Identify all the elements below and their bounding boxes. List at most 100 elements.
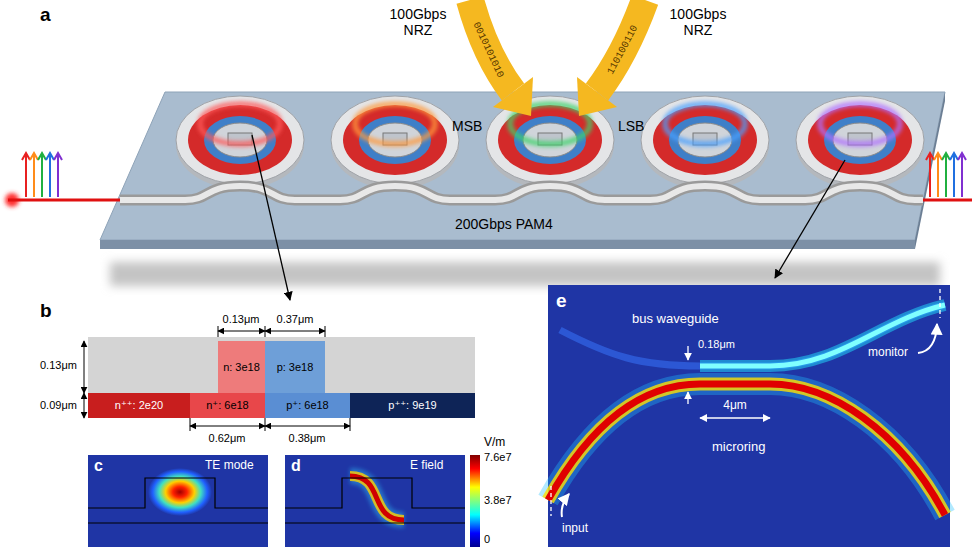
color-bar [470,455,480,547]
leader-line [252,135,845,300]
mode-profile [88,478,268,523]
wavelength-arrow [942,153,950,197]
doping-region: p⁺: 6e18 [265,393,350,418]
wavelength-arrow [54,153,62,197]
wavelength-arrow [46,153,54,197]
chip-substrate [100,92,945,249]
doping-region: n⁺⁺: 2e20 [88,393,190,418]
field-profile [285,478,465,523]
doping-region: p⁺⁺: 9e19 [350,393,475,418]
field-simulation [548,285,950,547]
annotation-mark [939,289,940,318]
panel-title: TE mode [205,459,254,473]
laser-input [5,193,972,207]
dimension-line [218,326,325,337]
mode-profile [148,468,212,516]
field-profile [285,455,465,547]
field-profile [350,476,404,520]
cross-section [88,393,475,418]
wavelength-arrow [950,153,958,197]
data-arrow [493,77,533,116]
panel-letter: e [556,290,567,312]
wavelength-arrow [30,153,38,197]
doping-label: p⁺⁺: 9e19 [388,399,436,411]
signal-label: 100Gbps NRZ [385,6,451,38]
data-arrow [470,0,513,92]
annotation-mark [687,392,688,404]
field-simulation [548,384,945,515]
dimension-label: 0.09μm [40,399,77,412]
leader-line [252,135,290,300]
wavelength-arrow [38,153,46,197]
field-simulation [700,305,945,366]
data-arrow [470,0,645,116]
doping-label: p: 3e18 [277,361,314,373]
bus-waveguide [120,186,923,200]
panel-title: E field [410,459,443,473]
bus-waveguide [120,186,923,200]
mode-profile [88,455,268,547]
cross-section [88,337,475,418]
part-name: microring [712,440,765,455]
color-bar [470,455,480,547]
annotation-mark [700,417,770,418]
dimension-label: 0.18μm [698,338,735,351]
resonance-glow [200,104,280,144]
resonance-glow [820,104,900,144]
doping-label: n⁺⁺: 2e20 [115,399,163,411]
doping-label: p⁺: 6e18 [286,399,329,411]
unit-label: V/m [484,436,505,450]
field-simulation [548,384,945,515]
field-profile [285,455,465,547]
dimension-line [265,426,350,427]
chip-substrate [915,92,945,249]
dimension-line [265,331,325,332]
resonance-glow [200,104,900,144]
dimension-line [190,426,265,427]
bus-waveguide [120,186,923,200]
chip-substrate [100,92,945,240]
dimension-line [84,326,350,431]
field-simulation [700,305,945,366]
microring-modulator [796,96,924,189]
chip-shadow [110,262,940,286]
dimension-label: 0.37μm [277,313,314,326]
port-label: input [562,522,588,536]
signal-label: 200Gbps PAM4 [455,216,553,232]
microring-modulator [176,96,924,189]
data-arrow [577,77,617,116]
port-label: monitor [868,346,908,360]
part-name: bus waveguide [632,312,719,327]
signal-label: 100Gbps NRZ [665,6,731,38]
annotation-mark [551,289,940,517]
annotation-mark [550,486,551,516]
dimension-label: 0.62μm [209,432,246,445]
dimension-label: 0.13μm [223,313,260,326]
resonance-glow [665,104,745,144]
doping-region: n: 3e18 [218,341,265,393]
scale-value: 0 [484,533,490,546]
panel-letter: a [40,4,51,26]
dimension-line [218,331,265,332]
scale-value: 3.8e7 [484,494,512,507]
cross-section [88,337,475,393]
dimension-label: 4μm [723,399,747,413]
doping-region: p: 3e18 [265,341,325,393]
panel-letter: b [40,300,52,322]
doping-label: n⁺: 6e18 [206,399,249,411]
field-profile [350,476,404,520]
dimension-label: 0.13μm [40,359,77,372]
leader-line [775,160,845,278]
bit-label: MSB [452,118,482,134]
microring-modulator [176,96,304,189]
resonance-glow [355,104,435,144]
field-profile [350,476,404,520]
field-simulation [548,285,950,547]
chip-shadow [110,262,940,286]
dimension-line [190,418,350,431]
mode-profile [88,455,268,547]
wavelength-arrow [22,153,30,197]
